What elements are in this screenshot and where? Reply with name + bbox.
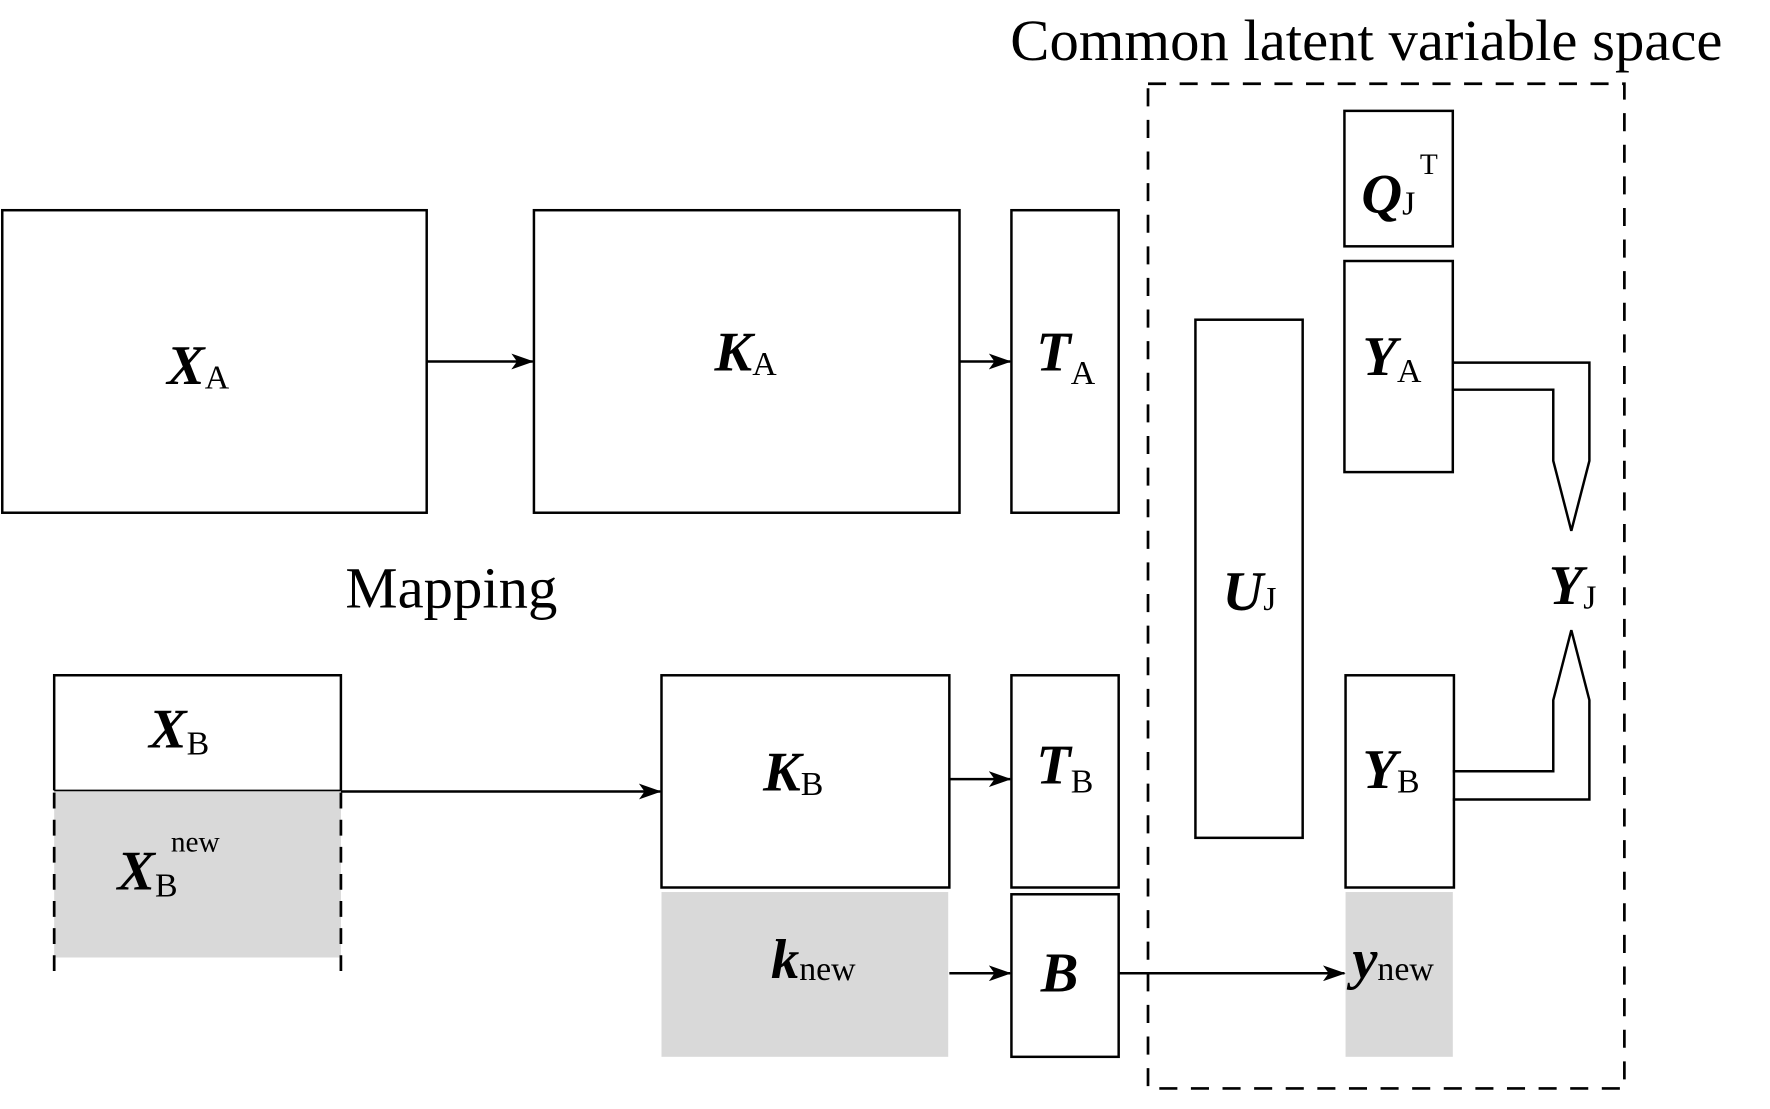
ka-label: KA [714,322,778,384]
block-arrow-ya-to-yj [1452,361,1591,532]
k-new-label: knew [771,929,856,991]
common-latent-space-region [1146,82,1626,1090]
uj-box [1194,318,1304,840]
qj-label: QJT [1361,149,1437,225]
kb-box [660,674,951,889]
ta-label: TA [1036,322,1095,393]
y-new-label: ynew [1346,929,1434,991]
yb-label: YB [1362,739,1419,801]
ka-box [532,208,961,514]
ya-box [1343,259,1455,474]
xb-new-shaded-region [54,790,341,958]
b-box [1010,893,1120,1059]
xb-label: XB [147,699,209,763]
block-arrow-yb-to-yj [1452,629,1591,801]
ta-box [1010,208,1120,514]
title-common-latent-variable-space: Common latent variable space [1010,8,1722,73]
uj-label: UJ [1223,561,1277,623]
yj-label: YJ [1549,555,1597,617]
yb-box [1344,674,1456,889]
xa-label: XA [165,335,230,397]
k-new-shaded-region [661,892,949,1057]
qj-box [1343,109,1455,248]
tb-label: TB [1036,735,1093,801]
xb-new-label: XBnew [115,826,220,904]
mapping-label: Mapping [345,556,557,621]
tb-box [1010,674,1120,889]
ya-label: YA [1362,326,1421,390]
y-new-shaded-region [1345,892,1453,1057]
kb-label: KB [762,741,823,803]
b-label: B [1040,942,1079,1004]
xb-box [52,674,343,791]
